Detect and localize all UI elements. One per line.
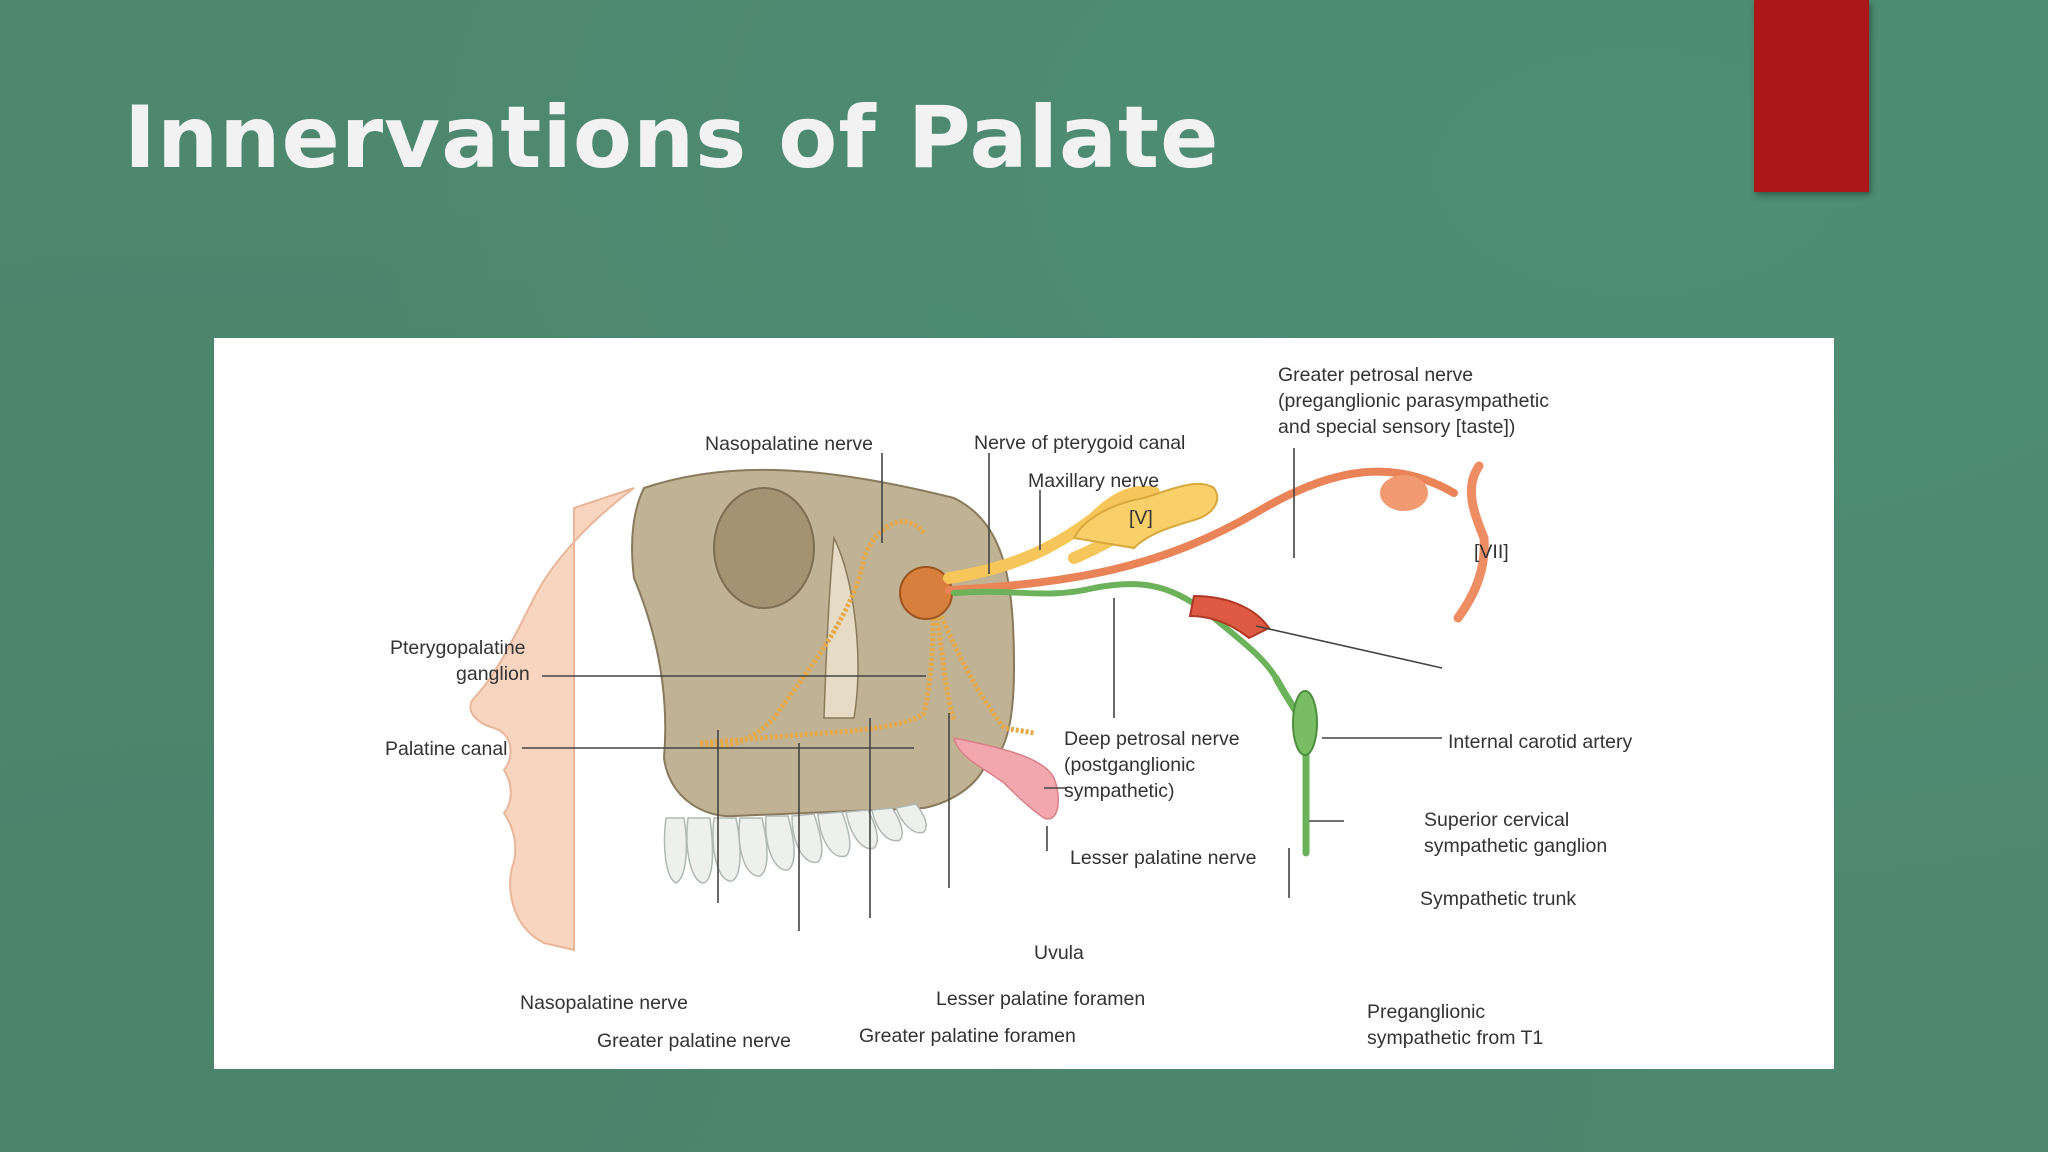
- label-greater-palatine-nerve: Greater palatine nerve: [597, 1030, 791, 1052]
- label-palatine-canal: Palatine canal: [385, 738, 508, 760]
- label-sympathetic-trunk: Sympathetic trunk: [1420, 888, 1576, 910]
- label-greater-petrosal-nerve-3: and special sensory [taste]): [1278, 416, 1515, 438]
- label-pterygopalatine-2: ganglion: [456, 663, 530, 685]
- face-profile: [469, 487, 635, 952]
- label-pterygoid-canal: Nerve of pterygoid canal: [974, 432, 1185, 454]
- label-pterygopalatine: Pterygopalatine: [390, 637, 526, 659]
- superior-cervical-ganglion: [1292, 690, 1318, 756]
- label-maxillary-nerve: Maxillary nerve: [1028, 470, 1159, 492]
- label-internal-carotid: Internal carotid artery: [1448, 731, 1633, 753]
- label-nasopalatine-top: Nasopalatine nerve: [705, 433, 873, 455]
- teeth: [663, 803, 927, 884]
- label-uvula: Uvula: [1034, 942, 1084, 964]
- orbit: [713, 487, 815, 609]
- label-preganglionic: Preganglionic: [1367, 1001, 1485, 1023]
- label-preganglionic-2: sympathetic from T1: [1367, 1027, 1543, 1049]
- label-deep-petrosal-2: (postganglionic: [1064, 754, 1195, 776]
- palate-innervation-figure: Greater petrosal nerve (preganglionic pa…: [214, 338, 1834, 1069]
- anatomy-diagram: Greater petrosal nerve (preganglionic pa…: [385, 364, 1633, 1052]
- label-superior-cervical: Superior cervical: [1424, 809, 1569, 831]
- maxillary-sinus: [823, 535, 859, 719]
- label-greater-palatine-foramen: Greater palatine foramen: [859, 1025, 1076, 1047]
- geniculate-ganglion: [1380, 475, 1428, 511]
- soft-palate: [952, 737, 1060, 820]
- accent-bar: [1754, 0, 1869, 192]
- label-deep-petrosal-3: sympathetic): [1064, 780, 1175, 802]
- deep-petrosal-nerve: [951, 580, 1279, 681]
- internal-carotid-artery: [1188, 594, 1271, 640]
- label-superior-cervical-2: sympathetic ganglion: [1424, 835, 1607, 857]
- palatine-nerves: [698, 519, 1035, 749]
- label-deep-petrosal: Deep petrosal nerve: [1064, 728, 1240, 750]
- label-greater-petrosal-nerve-2: (preganglionic parasympathetic: [1278, 390, 1549, 412]
- label-cn-vii: [VII]: [1474, 541, 1509, 563]
- label-greater-petrosal-nerve: Greater petrosal nerve: [1278, 364, 1473, 386]
- greater-petrosal-nerve: [945, 467, 1458, 594]
- label-lesser-palatine-nerve: Lesser palatine nerve: [1070, 847, 1256, 869]
- label-nasopalatine-bottom: Nasopalatine nerve: [520, 992, 688, 1014]
- trigeminal-ganglion: [1072, 482, 1219, 550]
- facial-nerve: [1453, 461, 1489, 623]
- maxilla-skull: [631, 468, 1016, 818]
- leader-lines: [522, 448, 1443, 931]
- label-lesser-palatine-foramen: Lesser palatine foramen: [936, 988, 1145, 1010]
- slide-title: Innervations of Palate: [124, 88, 1220, 188]
- label-cn-v: [V]: [1129, 507, 1153, 529]
